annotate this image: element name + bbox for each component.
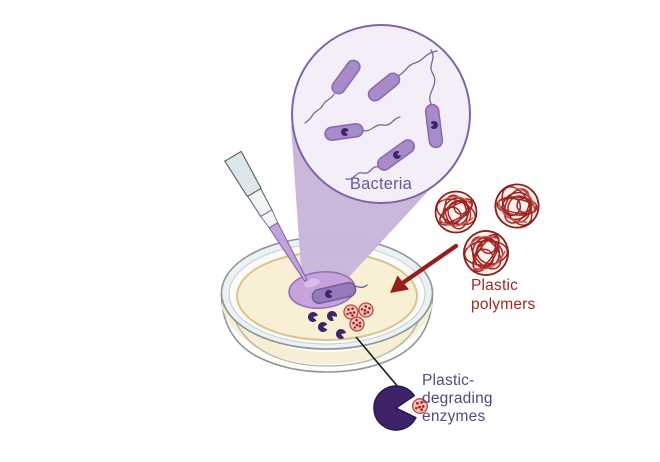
bacteria-label: Bacteria	[350, 175, 413, 193]
pipette-tip	[223, 150, 308, 282]
enzyme-pacman-icon	[373, 385, 417, 431]
leader-line	[355, 336, 400, 389]
enzymes-label-line2: degrading	[422, 390, 493, 407]
flagellum	[429, 49, 436, 106]
flagellum	[397, 50, 438, 77]
flagellum	[361, 116, 401, 132]
droplet-bacterium	[311, 281, 357, 305]
flagellum	[304, 93, 335, 124]
polymer-ball-icon	[485, 174, 550, 238]
droplet-highlight	[304, 278, 320, 288]
flagellum	[345, 166, 380, 180]
bacterium	[367, 72, 401, 102]
bacteria-inset: Bacteria	[291, 24, 471, 204]
polymer-ball-icon	[433, 191, 478, 233]
arrow-icon	[390, 243, 459, 293]
plastic-polymers-label-line1: Plastic	[471, 277, 518, 294]
dish-bottom-inner-edge	[232, 314, 422, 367]
bacterium	[331, 59, 361, 95]
enzymes-label-line1: Plastic-	[422, 372, 474, 389]
plastic-polymers-group: Plastic polymers	[433, 174, 549, 313]
plastic-polymers-label-line2: polymers	[471, 296, 536, 313]
plastic-degrading-enzyme-closeup: Plastic- degrading enzymes	[373, 372, 493, 431]
pipette-liquid	[268, 221, 308, 282]
enzymes-label-line3: enzymes	[422, 408, 485, 425]
dish-wall-agar-tint	[220, 299, 434, 365]
